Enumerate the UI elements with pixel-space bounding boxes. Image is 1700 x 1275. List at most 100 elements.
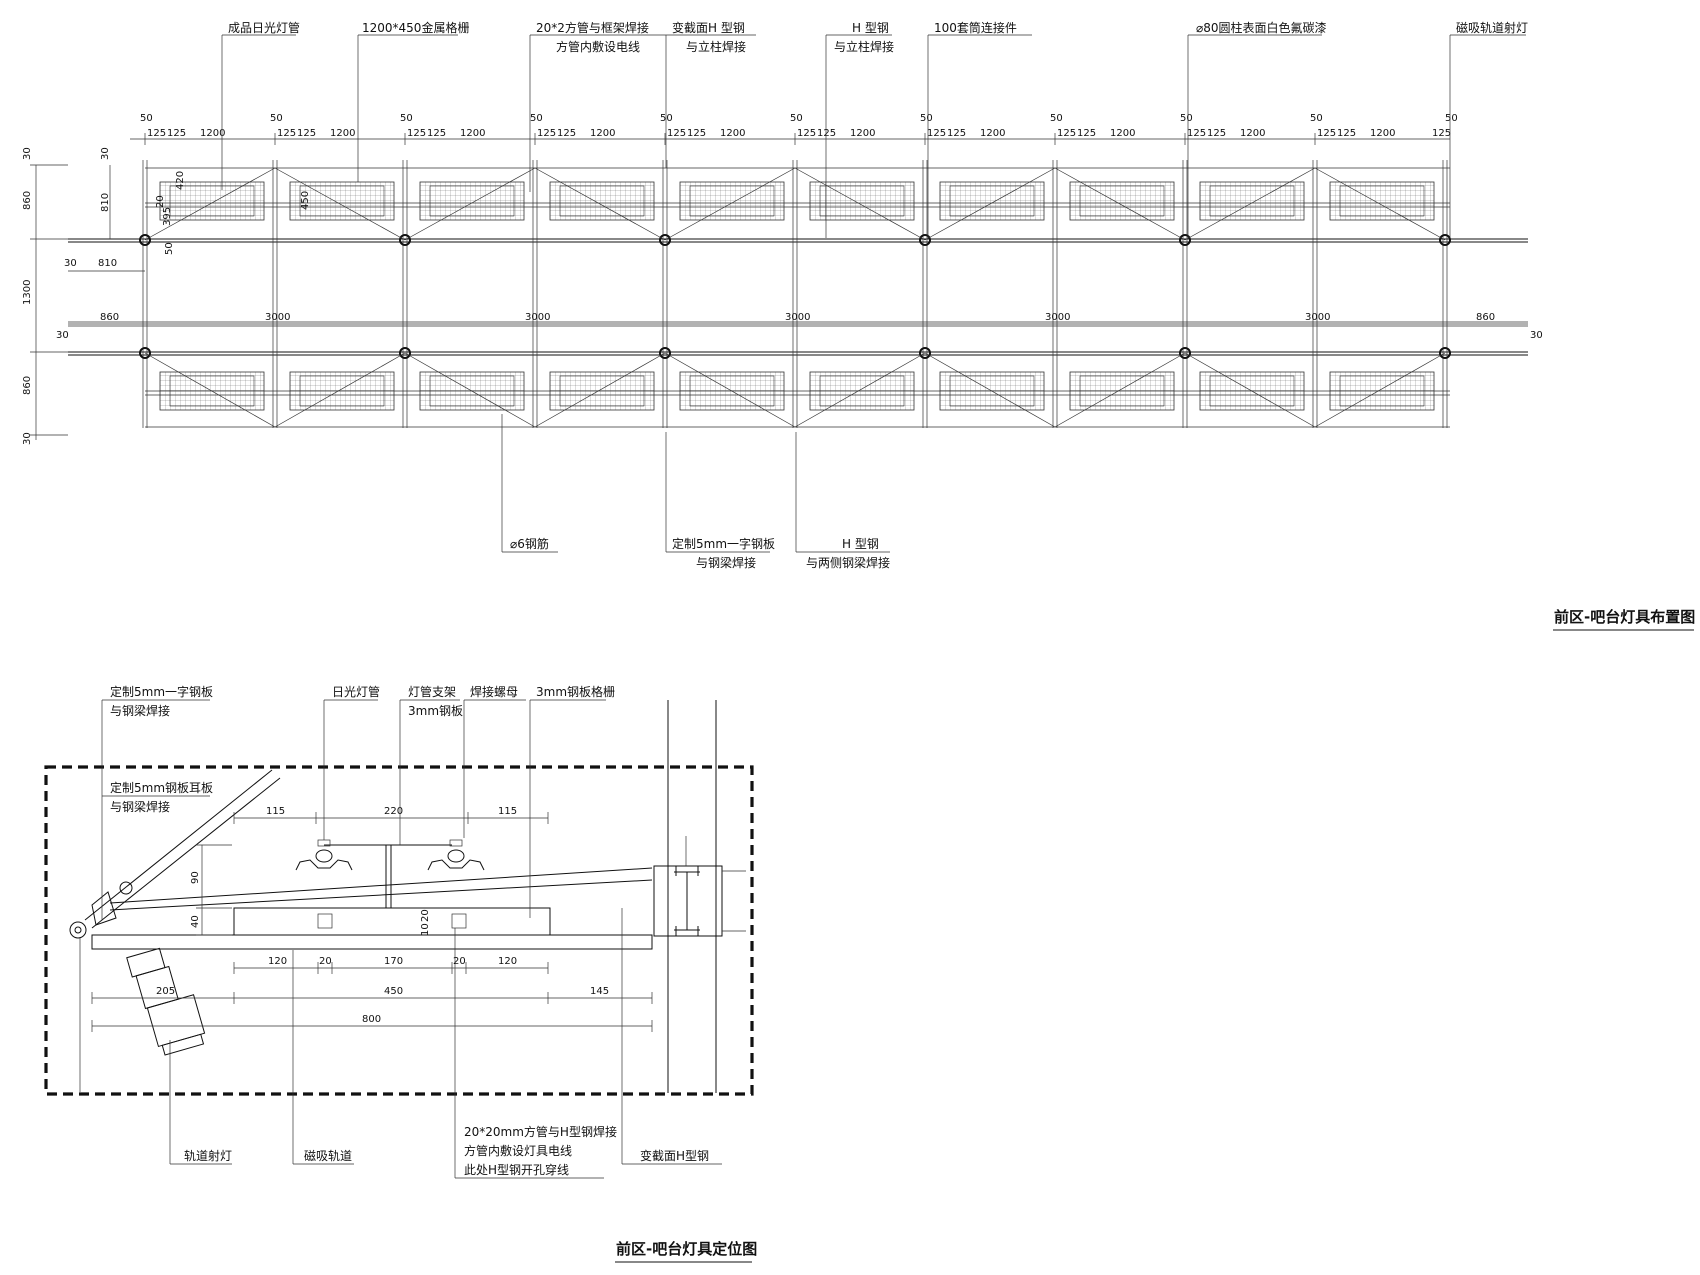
dim-50: 50 — [920, 113, 933, 124]
dim-20: 20 — [155, 195, 166, 208]
dim-1200: 1200 — [1370, 128, 1395, 139]
dim-395: 395 — [162, 207, 173, 226]
dim-125: 125 — [927, 128, 946, 139]
detail-boundary — [44, 765, 754, 1096]
fluorescent-tube-lower — [299, 375, 385, 407]
dim-3000: 3000 — [265, 312, 290, 323]
callout-weld-nut: 焊接螺母 — [470, 684, 518, 699]
dim-860-right: 860 — [1476, 312, 1495, 323]
dim-50: 50 — [270, 113, 283, 124]
fluorescent-tube-upper — [169, 185, 255, 217]
fluorescent-tube-lower — [429, 375, 515, 407]
callout-variable-hbeam-line2: 与立柱焊接 — [686, 39, 746, 54]
dim-810-vertical: 810 — [100, 193, 111, 212]
dim-10: 10 — [420, 923, 431, 936]
grille-panel-lower — [809, 371, 915, 411]
plan-title: 前区-吧台灯具布置图 — [1554, 608, 1695, 626]
callout-square-tube-line2: 方管内敷设灯具电线 — [464, 1143, 572, 1158]
grille-panel-upper — [679, 181, 785, 221]
dim-420: 420 — [175, 171, 186, 190]
dim-50: 50 — [530, 113, 543, 124]
dim-50: 50 — [1310, 113, 1323, 124]
dim-c-145: 145 — [590, 986, 609, 997]
grille-panel-lower — [1069, 371, 1175, 411]
dim-c-205: 205 — [156, 986, 175, 997]
dim-125: 125 — [167, 128, 186, 139]
bottom-callouts: ⌀6钢筋 定制5mm一字钢板 与钢梁焊接 H 型钢 与两侧钢梁焊接 — [501, 414, 890, 570]
dim-125: 125 — [1317, 128, 1336, 139]
brace-lower — [404, 352, 536, 428]
hbeam-section-box — [653, 865, 723, 937]
dim-d-800: 800 — [362, 1014, 381, 1025]
top-callouts: 成品日光灯管 1200*450金属格栅 20*2方管与框架焊接 方管内敷设电线 … — [221, 20, 1528, 238]
dim-125: 125 — [947, 128, 966, 139]
dim-3000: 3000 — [1045, 312, 1070, 323]
callout-magnetic-track: 磁吸轨道 — [304, 1148, 352, 1163]
weld-nut-right — [449, 839, 463, 847]
fluorescent-tube-lower — [1339, 375, 1425, 407]
track-spotlight — [126, 947, 206, 1056]
dim-125: 125 — [277, 128, 296, 139]
grille-panel-upper — [159, 181, 265, 221]
dim-125: 125 — [147, 128, 166, 139]
dim-b-20-left: 20 — [319, 956, 332, 967]
fluorescent-tube-upper — [1079, 185, 1165, 217]
grille-panel-upper — [939, 181, 1045, 221]
ear-plate-pin — [119, 881, 133, 895]
dim-top-220: 220 — [384, 806, 403, 817]
dim-1200: 1200 — [720, 128, 745, 139]
dim-125: 125 — [1207, 128, 1226, 139]
callout-fluorescent-tube: 成品日光灯管 — [228, 20, 300, 35]
section-dimensions: 115 220 115 90 40 10 20 120 20 170 20 12… — [91, 806, 653, 1032]
brace-upper — [144, 167, 276, 241]
brace-upper — [664, 167, 796, 241]
dim-125: 125 — [1337, 128, 1356, 139]
grille-panel-upper — [1329, 181, 1435, 221]
grille-housing — [233, 907, 551, 936]
dim-1200: 1200 — [980, 128, 1005, 139]
dim-1200: 1200 — [850, 128, 875, 139]
callout-track-spotlight: 磁吸轨道射灯 — [1456, 20, 1528, 35]
dim-125: 125 — [1077, 128, 1096, 139]
dim-30-left: 30 — [56, 330, 69, 341]
grille-panel-upper — [549, 181, 655, 221]
dim-125: 125 — [407, 128, 426, 139]
grille-panel-lower — [1329, 371, 1435, 411]
hbeam-profile — [674, 866, 700, 936]
reflector-right — [427, 859, 485, 871]
column-node-lower — [139, 347, 151, 359]
callout-sleeve-connector: 100套筒连接件 — [934, 20, 1017, 35]
dim-50: 50 — [140, 113, 153, 124]
dim-b-120-left: 120 — [268, 956, 287, 967]
fluorescent-tube-lower — [689, 375, 775, 407]
square-tube-right — [451, 913, 467, 929]
diagonal-beam-upper — [84, 769, 273, 921]
column-node-lower — [1179, 347, 1191, 359]
fluorescent-tube-lower — [169, 375, 255, 407]
square-tube-left — [317, 913, 333, 929]
callout-steel-plate-line1: 定制5mm一字钢板 — [672, 536, 775, 551]
hinge-joint — [69, 921, 87, 939]
dim-810-horizontal: 810 — [98, 258, 117, 269]
callout-ear-plate-line2: 与钢梁焊接 — [110, 799, 170, 814]
sloped-tie-rod — [109, 867, 653, 904]
column-node-lower — [659, 347, 671, 359]
dim-left-30: 30 — [22, 147, 33, 160]
fluorescent-tube-lower — [819, 375, 905, 407]
dim-b-120-right: 120 — [498, 956, 517, 967]
dim-450: 450 — [300, 191, 311, 210]
callout-column-paint: ⌀80圆柱表面白色氟碳漆 — [1196, 20, 1327, 35]
grille-panel-upper — [1069, 181, 1175, 221]
brace-lower — [1184, 352, 1316, 428]
fluorescent-tube-upper — [949, 185, 1035, 217]
dim-left-860-top: 860 — [22, 191, 33, 210]
callout-variable-hbeam: 变截面H型钢 — [640, 1148, 709, 1163]
callout-metal-grille: 1200*450金属格栅 — [362, 20, 469, 35]
brace-upper — [924, 167, 1056, 241]
dim-3000: 3000 — [785, 312, 810, 323]
dim-3000: 3000 — [525, 312, 550, 323]
callout-hbeam-bottom-line1: H 型钢 — [842, 537, 879, 551]
column-node-upper — [1439, 234, 1451, 246]
dim-125: 125 — [297, 128, 316, 139]
brace-lower — [664, 352, 796, 428]
